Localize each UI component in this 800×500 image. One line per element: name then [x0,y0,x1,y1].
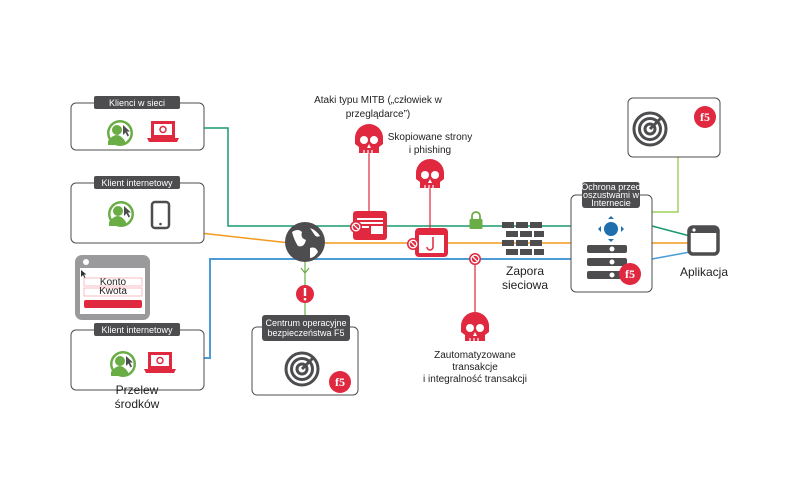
blocked-icon [349,220,363,234]
client-box-online: Klienci w sieci [70,96,205,151]
client-box-title: Klient internetowy [101,178,173,188]
infected-laptop-icon [143,351,177,374]
user-icon [107,120,133,146]
green-line-to-app [651,225,691,237]
submit-bar [84,300,142,308]
server-stack-icon [587,245,627,279]
monitor-link-line [652,157,679,213]
firewall-icon [502,222,544,255]
radar-icon [632,109,670,147]
blue-connection-line [204,258,575,359]
account-field-label: Konto [100,277,127,288]
compromised-browser-icon [353,211,387,240]
tablet-icon [150,200,171,230]
fraud-title: oszustwami w [583,190,640,200]
blue-line-to-app [651,251,691,260]
firewall-label: Zapora [506,264,544,278]
infected-laptop-icon [146,120,180,143]
f5-logo [619,263,641,285]
blocked-icon [406,237,420,251]
client-box-internet-transfer: Klient internetowy Przelew środków [70,323,205,411]
blocked-icon [468,252,482,266]
f5-monitoring-box [627,97,721,158]
mitb-threat-label: przeglądarce”) [346,109,410,120]
f5-logo [694,106,716,128]
fraud-title: Ochrona przed [581,182,641,192]
skull-icon [415,158,445,190]
skull-icon [354,123,384,155]
cursor-icon [81,270,87,278]
security-operations-center-box: Centrum operacyjne bezpieczeństwa F5 [251,315,359,396]
soc-title: bezpieczeństwa F5 [267,328,344,338]
f5-logo [329,371,351,393]
green-connection-line [204,127,575,227]
mitb-threat-label: Ataki typu MITB („człowiek w [314,95,443,106]
phishing-threat-label: Skopiowane strony [388,132,473,143]
user-icon [108,201,134,227]
soc-title: Centrum operacyjne [265,318,346,328]
arrow-down-icon [300,267,310,274]
transfer-form-window: Konto Kwota [75,255,150,320]
client-box-internet-mobile: Klient internetowy [70,176,205,244]
amount-field-label: Kwota [99,286,127,297]
navigation-control-icon [598,216,624,242]
client-box-title: Klienci w sieci [109,98,165,108]
lock-icon [469,211,483,229]
automated-threat-label: Zautomatyzowane [434,350,516,361]
fraud-protection-box: Ochrona przed oszustwami w Internecie [570,182,653,293]
client-box-title: Klient internetowy [101,325,173,335]
alert-icon [296,285,314,303]
globe-icon [285,222,325,262]
radar-icon [284,349,322,387]
skull-icon [460,311,490,343]
firewall-label: sieciowa [502,278,548,292]
transfer-caption: środków [115,397,160,411]
transfer-caption: Przelew [116,383,159,397]
application-icon [687,225,720,256]
application-label: Aplikacja [680,265,728,279]
fraud-title: Internecie [591,198,631,208]
automated-threat-label: i integralność transakcji [423,374,527,385]
user-icon [110,351,136,377]
automated-threat-label: transakcje [452,362,498,373]
phishing-hook-icon [415,228,448,257]
phishing-threat-label: i phishing [409,145,451,156]
